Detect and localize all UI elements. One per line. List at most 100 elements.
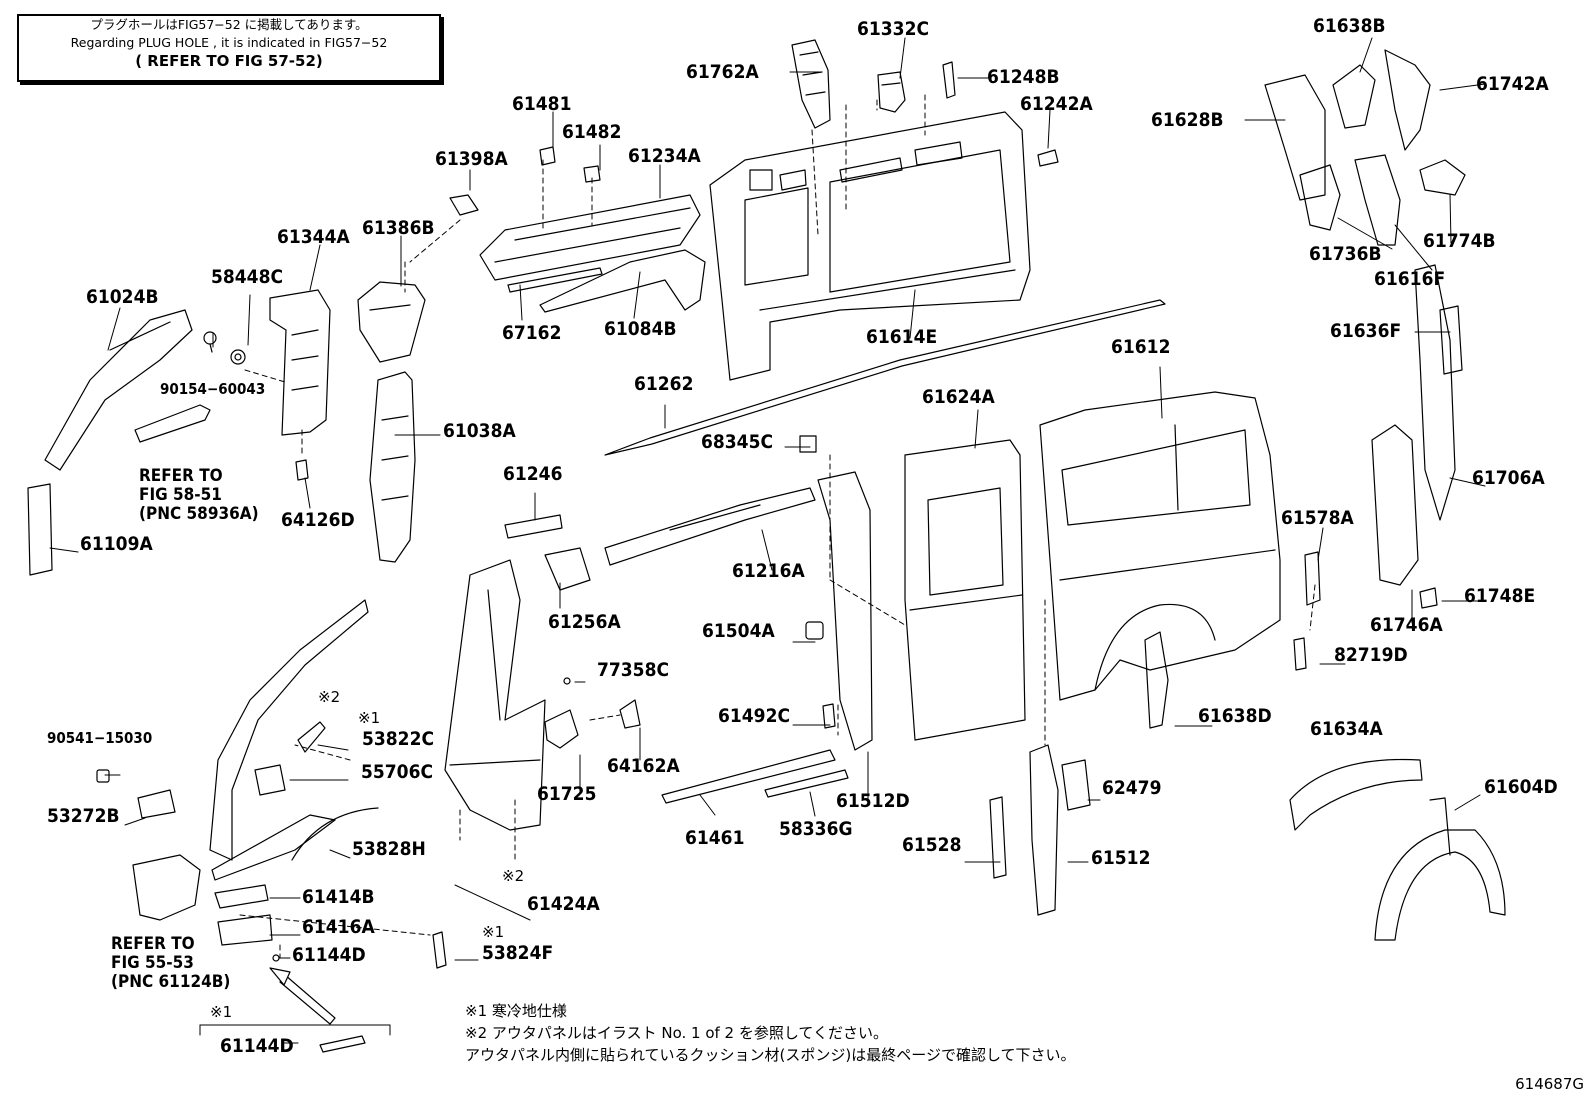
part-label: 77358C	[597, 659, 670, 681]
part-label: 61612	[1111, 336, 1171, 358]
part-61416A	[217, 914, 273, 946]
part-label: 90154−60043	[160, 380, 266, 398]
part-61774B	[1419, 159, 1466, 196]
part-82719D	[1293, 637, 1307, 671]
part-label: 61424A	[527, 893, 600, 915]
note-line-1: プラグホールはFIG57−52 に掲載してあります。	[90, 17, 368, 32]
part-label: 61638B	[1313, 15, 1386, 37]
part-label: 58448C	[211, 266, 284, 288]
part-90541-15030	[96, 769, 110, 783]
part-61746A	[1371, 424, 1419, 586]
note-mark: ※1	[358, 709, 381, 727]
part-64162A	[619, 699, 641, 729]
part-label: 61234A	[628, 145, 701, 167]
part-61624A-center-panel	[904, 439, 1026, 741]
part-label: 61512D	[836, 790, 910, 812]
part-label: 61416A	[302, 916, 375, 938]
part-61256A	[544, 547, 591, 591]
part-61248B	[942, 61, 956, 99]
part-62479	[1061, 759, 1091, 811]
refer-note-58-51: REFER TO FIG 58-51 (PNC 58936A)	[139, 466, 259, 524]
note-line-3: ( REFER TO FIG 57-52)	[135, 52, 323, 70]
part-61578A	[1304, 551, 1321, 606]
part-label: 61634A	[1310, 718, 1383, 740]
note-mark: ※1	[482, 923, 505, 941]
part-label: 61386B	[362, 217, 435, 239]
part-61634A-wheel-house	[1289, 758, 1423, 831]
part-61528	[989, 796, 1007, 879]
part-label: 61504A	[702, 620, 775, 642]
part-61616F	[1354, 154, 1401, 246]
part-61398A	[449, 194, 479, 216]
part-61736B	[1299, 164, 1341, 231]
part-61424A-quarter-lower	[444, 559, 546, 831]
part-label: 61216A	[732, 560, 805, 582]
part-61504A	[805, 621, 824, 640]
part-label: 61624A	[922, 386, 995, 408]
part-61481	[539, 146, 556, 166]
part-77358C	[563, 677, 571, 685]
part-label: 61604D	[1484, 776, 1558, 798]
part-61234A-roof-rail	[479, 194, 701, 281]
part-61762A	[791, 39, 831, 129]
part-label: 67162	[502, 322, 562, 344]
part-53822C	[297, 721, 326, 753]
part-label: 61038A	[443, 420, 516, 442]
part-61144D	[272, 954, 280, 962]
part-label: 64126D	[281, 509, 355, 531]
part-53828H	[291, 807, 379, 861]
footnote-2: ※2 アウタパネルはイラスト No. 1 of 2 を参照してください。	[465, 1024, 888, 1042]
part-61246	[504, 514, 563, 539]
part-label: 61482	[562, 121, 622, 143]
part-61512-pillar	[1029, 744, 1059, 916]
part-label: 61512	[1091, 847, 1151, 869]
illustration-code: 614687G	[1515, 1075, 1584, 1093]
part-label: 61636F	[1330, 320, 1402, 342]
part-61636F	[1439, 305, 1463, 375]
part-label: 61256A	[548, 611, 621, 633]
part-61612-quarter-outer-panel	[1039, 391, 1281, 701]
part-label: 90541−15030	[47, 729, 153, 747]
part-label: 61762A	[686, 61, 759, 83]
leader-lines	[49, 37, 1486, 1044]
part-61604D-wheel-house-inner	[1374, 797, 1506, 941]
part-61461-rocker	[661, 749, 836, 804]
part-61386B	[357, 281, 426, 363]
part-58336G	[764, 769, 849, 798]
footnotes: ※1 寒冷地仕様 ※2 アウタパネルはイラスト No. 1 of 2 を参照して…	[465, 1000, 1076, 1066]
part-label: 61109A	[80, 533, 153, 555]
part-61628B	[1264, 74, 1326, 201]
part-61332C	[877, 71, 906, 113]
part-61216A-roof-side-rail	[604, 487, 816, 566]
part-label: 61144D	[292, 944, 366, 966]
part-label: 61616F	[1374, 268, 1446, 290]
part-61344A-pillar	[269, 289, 331, 436]
part-90154-60043	[203, 331, 217, 353]
part-61024B	[44, 309, 193, 471]
part-58448C	[230, 349, 246, 365]
part-label: 61344A	[277, 226, 350, 248]
part-label: 61614E	[866, 326, 938, 348]
part-label: 64162A	[607, 755, 680, 777]
footnote-3: アウタパネル内側に貼られているクッション材(スポンジ)は最終ページで確認して下さ…	[465, 1046, 1076, 1064]
part-label: 61742A	[1476, 73, 1549, 95]
part-label: 61246	[503, 463, 563, 485]
note-line-2: Regarding PLUG HOLE , it is indicated in…	[70, 35, 388, 50]
part-label: 61774B	[1423, 230, 1496, 252]
part-label: 61414B	[302, 886, 375, 908]
footnote-1: ※1 寒冷地仕様	[465, 1002, 567, 1020]
part-label: 61748E	[1464, 585, 1536, 607]
part-label: 61706A	[1472, 467, 1545, 489]
part-label: 53828H	[352, 838, 426, 860]
part-label: 61332C	[857, 18, 930, 40]
part-label: 62479	[1102, 777, 1162, 799]
part-61414B	[214, 884, 269, 909]
part-61492C	[822, 703, 836, 729]
part-61124B	[132, 854, 201, 921]
part-label: 61242A	[1020, 93, 1093, 115]
part-61638B	[1332, 64, 1376, 129]
part-label: 61725	[537, 783, 597, 805]
part-label: 82719D	[1334, 644, 1408, 666]
plug-hole-note: プラグホールはFIG57−52 に掲載してあります。 Regarding PLU…	[17, 14, 441, 82]
